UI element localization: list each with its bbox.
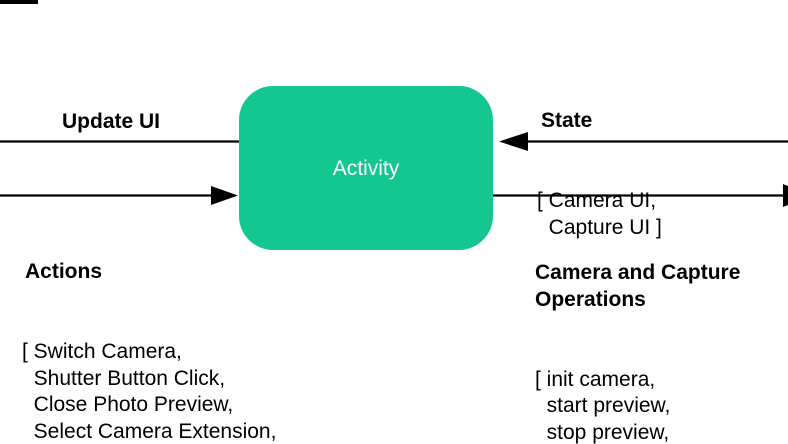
- activity-node-label: Activity: [332, 156, 400, 180]
- actions-block: Actions [ Switch Camera, Shutter Button …: [22, 206, 276, 444]
- actions-arrowhead: [211, 186, 238, 205]
- activity-node: Activity: [239, 86, 493, 250]
- state-arrowhead: [499, 132, 528, 151]
- actions-title: Actions: [25, 260, 103, 284]
- camera-ops-arrowhead-clipped: [783, 184, 788, 207]
- state-list: [ Camera UI, Capture UI ]: [537, 188, 662, 239]
- actions-list: [ Switch Camera, Shutter Button Click, C…: [22, 339, 277, 443]
- top-left-cropped-line: [0, 0, 38, 4]
- camera-ops-block: Camera and Capture Operations [ init cam…: [535, 207, 740, 444]
- camera-ops-title: Camera and Capture Operations: [535, 261, 741, 311]
- camera-ops-list: [ init camera, start preview, stop previ…: [535, 367, 671, 444]
- update-ui-label: Update UI: [62, 110, 161, 133]
- state-title: State: [541, 109, 593, 133]
- state-block: State [ Camera UI, Capture UI ]: [537, 55, 662, 294]
